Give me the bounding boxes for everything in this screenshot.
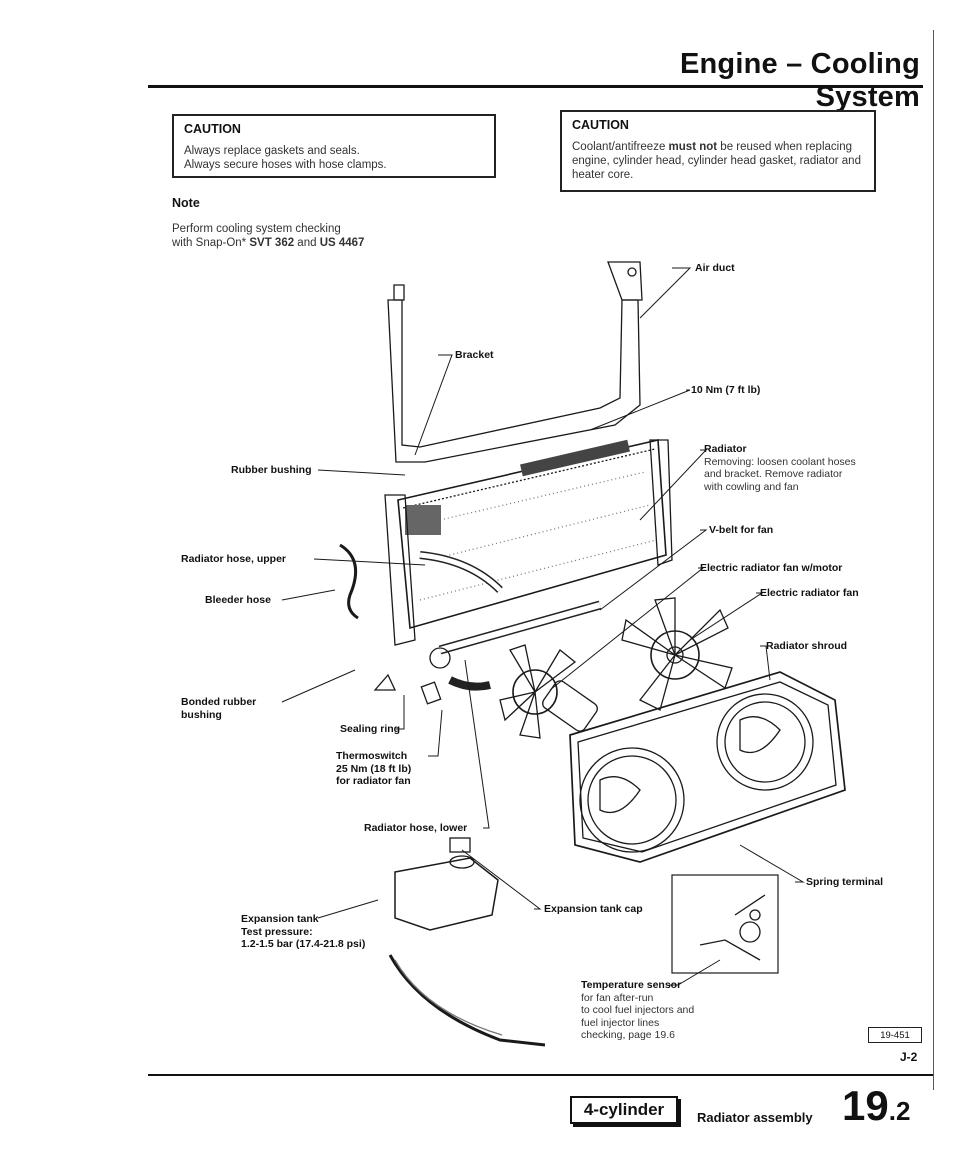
note-line-1: Perform cooling system checking [172, 223, 341, 235]
note-text: Perform cooling system checking with Sna… [172, 222, 432, 250]
thermoswitch-line: 25 Nm (18 ft lb) [336, 762, 412, 775]
upper-hose [419, 551, 503, 593]
temperature-sensor-inset [671, 874, 779, 974]
caution-box-right: CAUTION Coolant/antifreeze must not be r… [560, 110, 876, 192]
note-line-2: with Snap-On* SVT 362 and US 4467 [172, 236, 432, 250]
footer-subnumber: .2 [888, 1096, 911, 1126]
radiator-desc-line: Removing: loosen coolant hoses [704, 455, 856, 468]
temp-sensor-desc-line: fuel injector lines [581, 1016, 660, 1029]
footer-section-title: Radiator assembly [697, 1110, 813, 1125]
expansion-line: Expansion tank [241, 913, 319, 925]
radiator-shroud [569, 671, 846, 863]
note-and: and [294, 237, 320, 249]
radiator-title: Radiator [704, 443, 747, 455]
label-radiator-hose-lower: Radiator hose, lower [364, 822, 468, 834]
bracket-frame [387, 299, 641, 463]
sealing-ring [429, 647, 451, 669]
temp-sensor-desc-line: to cool fuel injectors and [581, 1004, 695, 1016]
caution-line: Always secure hoses with hose clamps. [184, 159, 387, 171]
figure-number-tag: 19-451 [868, 1027, 922, 1043]
temp-sensor-desc-line: for fan after-run [581, 991, 654, 1004]
radiator-desc-line: and bracket. Remove radiator [704, 468, 843, 480]
expansion-line: Test pressure: [241, 925, 313, 938]
label-bleeder-hose: Bleeder hose [205, 594, 271, 606]
page-reference: J-2 [900, 1050, 918, 1064]
label-radiator-hose-upper: Radiator hose, upper [181, 553, 287, 565]
caution-line: Always replace gaskets and seals. [184, 145, 360, 157]
expansion-line: 1.2-1.5 bar (17.4-21.8 psi) [241, 938, 366, 950]
label-bracket: Bracket [455, 349, 494, 361]
label-rubber-bushing: Rubber bushing [231, 464, 312, 476]
bonded-line: Bonded rubber [181, 696, 257, 708]
caution-text-bold: must not [668, 141, 718, 153]
footer-section-number: 19.2 [842, 1082, 910, 1130]
footer-rule [148, 1074, 933, 1076]
label-expansion-tank-cap: Expansion tank cap [544, 903, 643, 915]
thermoswitch-line: for radiator fan [336, 775, 411, 787]
header-rule [148, 85, 923, 88]
note-heading: Note [172, 196, 200, 210]
electric-fan-motor-drawing [499, 644, 598, 739]
label-spring-terminal: Spring terminal [806, 876, 884, 888]
note-tool-1: SVT 362 [249, 237, 295, 249]
radiator-desc-line: with cowling and fan [704, 480, 799, 493]
note-prefix: with Snap-On* [172, 237, 250, 249]
label-sealing-ring: Sealing ring [340, 723, 401, 735]
caution-text-a: Coolant/antifreeze [572, 141, 669, 153]
electric-fan-drawing [621, 597, 733, 711]
caution-text-b: be reused when replacing engine, cylinde… [572, 141, 861, 181]
air-duct [607, 261, 643, 301]
expansion-tank [394, 857, 499, 931]
label-temperature-sensor: Temperature sensor for fan after-run to … [581, 979, 694, 1042]
bonded-line: bushing [181, 708, 222, 721]
temp-sensor-title: Temperature sensor [581, 979, 682, 991]
label-bonded-rubber-bushing: Bonded rubber bushing [181, 696, 256, 721]
right-margin-line [933, 30, 934, 1090]
label-torque-10: 10 Nm (7 ft lb) [691, 384, 761, 396]
label-electric-fan: Electric radiator fan [760, 587, 859, 599]
caution-text: Coolant/antifreeze must not be reused wh… [572, 140, 864, 182]
caution-heading: CAUTION [572, 118, 629, 132]
label-electric-fan-motor: Electric radiator fan w/motor [700, 562, 843, 574]
footer-model-box: 4-cylinder [570, 1096, 678, 1124]
footer-number: 19 [842, 1082, 889, 1129]
label-vbelt: V-belt for fan [709, 524, 774, 536]
label-radiator: Radiator Removing: loosen coolant hoses … [704, 443, 856, 493]
label-thermoswitch: Thermoswitch 25 Nm (18 ft lb) for radiat… [336, 750, 411, 788]
label-expansion-tank: Expansion tank Test pressure: 1.2-1.5 ba… [241, 913, 365, 951]
caution-box-left: CAUTION Always replace gaskets and seals… [172, 114, 496, 178]
label-air-duct: Air duct [695, 262, 735, 274]
temp-sensor-desc-line: checking, page 19.6 [581, 1029, 675, 1041]
note-tool-2: US 4467 [319, 237, 365, 249]
thermoswitch-line: Thermoswitch [336, 750, 408, 762]
caution-heading: CAUTION [184, 122, 241, 136]
bleeder-hose [339, 543, 359, 620]
label-radiator-shroud: Radiator shroud [766, 640, 848, 652]
